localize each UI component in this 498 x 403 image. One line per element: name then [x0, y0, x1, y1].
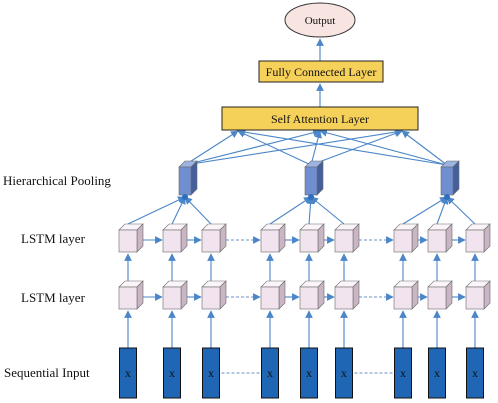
- pooling-node: [178, 160, 198, 196]
- input-symbol: x: [169, 366, 175, 380]
- lstm-lower-cell: [393, 280, 419, 310]
- self-attention-layer: Self Attention Layer: [221, 106, 419, 131]
- lstm-to-pool-arrow: [127, 196, 186, 225]
- pool-to-attention-arrow: [237, 128, 448, 166]
- input-symbol: x: [125, 366, 131, 380]
- lstm-upper-cell: [162, 223, 188, 253]
- pool-to-attention-arrow: [237, 130, 312, 166]
- input-token: x: [202, 347, 220, 399]
- fully-connected-layer: Fully Connected Layer: [258, 60, 384, 83]
- lstm-lower-cell: [334, 280, 360, 310]
- lstm-lower-cell: [118, 280, 144, 310]
- lstm-to-pool-arrow: [184, 196, 212, 225]
- input-symbol: x: [267, 366, 273, 380]
- lstm-to-pool-arrow: [310, 196, 345, 225]
- lstm-lower-cell: [299, 280, 325, 310]
- input-symbol: x: [472, 366, 478, 380]
- pool-to-attention-arrow: [184, 128, 403, 166]
- pooling-node: [440, 160, 460, 196]
- input-token: x: [300, 347, 318, 399]
- input-token: x: [335, 347, 353, 399]
- input-symbol: x: [434, 366, 440, 380]
- input-token: x: [428, 347, 446, 399]
- lstm-to-pool-arrow: [269, 196, 312, 225]
- self-attention-label: Self Attention Layer: [271, 112, 369, 126]
- fully-connected-label: Fully Connected Layer: [266, 65, 377, 79]
- pool-to-attention-arrow: [401, 130, 448, 166]
- lstm-lower-cell: [162, 280, 188, 310]
- pool-to-attention-arrow: [184, 130, 239, 166]
- lstm-to-pool-arrow: [436, 196, 449, 225]
- pooling-junction: [444, 194, 450, 200]
- input-token: x: [466, 347, 484, 399]
- lstm-lower-cell: [201, 280, 227, 310]
- lstm-upper-cell: [299, 223, 325, 253]
- input-symbol: x: [306, 366, 312, 380]
- lstm-upper-cell: [118, 223, 144, 253]
- input-symbol: x: [400, 366, 406, 380]
- lstm-to-pool-arrow: [446, 196, 476, 225]
- label-lstm-upper: LSTM layer: [21, 231, 86, 246]
- lstm-upper-cell: [334, 223, 360, 253]
- label-sequential-input: Sequential Input: [4, 365, 90, 380]
- input-token: x: [394, 347, 412, 399]
- label-hierarchical-pooling: Hierarchical Pooling: [3, 173, 111, 188]
- lstm-upper-cell: [393, 223, 419, 253]
- input-symbol: x: [341, 366, 347, 380]
- connectors: [124, 38, 479, 374]
- lstm-to-pool-arrow: [171, 196, 186, 225]
- lstm-upper-cell: [427, 223, 453, 253]
- output-label: Output: [305, 15, 336, 27]
- pooling-node: [304, 160, 324, 196]
- lstm-upper-cell: [260, 223, 286, 253]
- lstm-to-pool-arrow: [306, 196, 315, 225]
- lstm-upper-cell: [465, 223, 491, 253]
- pool-to-attention-arrow: [310, 129, 403, 166]
- pool-to-attention-arrow: [184, 128, 321, 166]
- input-symbol: x: [208, 366, 214, 380]
- pool-to-attention-arrow: [310, 130, 322, 166]
- label-lstm-lower: LSTM layer: [21, 290, 86, 305]
- input-token: x: [163, 347, 181, 399]
- pooling-junction: [182, 194, 188, 200]
- input-token: x: [261, 347, 279, 399]
- lstm-lower-cell: [260, 280, 286, 310]
- pool-to-attention-arrow: [319, 129, 448, 166]
- lstm-lower-cell: [427, 280, 453, 310]
- lstm-upper-cell: [201, 223, 227, 253]
- input-token: x: [119, 347, 137, 399]
- lstm-lower-cell: [465, 280, 491, 310]
- pooling-junction: [308, 194, 314, 200]
- output-node: Output: [284, 2, 356, 38]
- lstm-to-pool-arrow: [402, 196, 448, 225]
